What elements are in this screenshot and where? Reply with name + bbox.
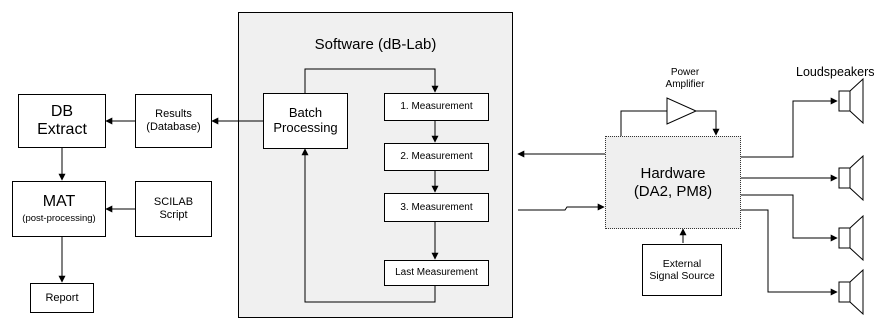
software-title: Software (dB-Lab) — [314, 36, 437, 53]
external-line2: Signal Source — [649, 270, 715, 282]
db-extract-line1: DB — [50, 102, 74, 120]
batch-line2: Processing — [273, 120, 338, 135]
last-measurement-box: Last Measurement — [384, 260, 489, 286]
loudspeaker-icon — [838, 154, 864, 202]
db-extract-line2: Extract — [37, 121, 87, 138]
power-amp-line1: Power — [670, 67, 700, 78]
results-line2: (Database) — [146, 121, 201, 133]
external-line1: External — [662, 257, 702, 270]
measurement-3-box: 3. Measurement — [384, 193, 489, 222]
measurement-2-box: 2. Measurement — [384, 143, 489, 171]
power-amp-line2: Amplifier — [665, 78, 705, 90]
power-amplifier-label: Power Amplifier — [650, 67, 720, 90]
loudspeakers-label: Loudspeakers — [796, 65, 875, 79]
loudspeaker-icon — [838, 77, 864, 125]
scilab-box: SCILAB Script — [135, 181, 212, 237]
measurement-3-label: 3. Measurement — [400, 201, 473, 213]
arrow-amp-to-hardware — [696, 110, 720, 136]
arrow-batch-to-m1 — [304, 68, 439, 93]
arrow-to-speaker-3 — [741, 194, 838, 242]
measurement-1-box: 1. Measurement — [384, 93, 489, 121]
measurement-2-label: 2. Measurement — [400, 151, 473, 163]
batch-processing-box: Batch Processing — [263, 93, 348, 149]
scilab-line2: Script — [159, 209, 188, 221]
hardware-box: Hardware (DA2, PM8) — [605, 136, 741, 229]
mat-subtitle: (post-processing) — [22, 212, 96, 224]
mat-box: MAT (post-processing) — [12, 181, 106, 237]
results-line1: Results — [155, 108, 192, 121]
power-amplifier-icon — [666, 97, 698, 125]
batch-line1: Batch — [288, 105, 323, 121]
db-extract-box: DB Extract — [18, 94, 106, 148]
loudspeaker-icon — [838, 268, 864, 316]
arrow-software-to-hardware — [518, 203, 605, 211]
hardware-line2: (DA2, PM8) — [633, 182, 713, 200]
arrow-to-speaker-1 — [741, 97, 838, 158]
mat-title: MAT — [42, 193, 76, 211]
last-measurement-label: Last Measurement — [395, 267, 478, 279]
loudspeaker-icon — [838, 214, 864, 262]
results-box: Results (Database) — [135, 94, 212, 148]
external-signal-box: External Signal Source — [642, 244, 722, 296]
measurement-1-label: 1. Measurement — [400, 101, 473, 113]
arrow-last-to-batch — [301, 148, 436, 303]
hardware-line1: Hardware — [640, 165, 706, 183]
report-label: Report — [45, 291, 79, 304]
arrow-to-speaker-4 — [741, 209, 838, 296]
scilab-line1: SCILAB — [153, 196, 194, 209]
report-box: Report — [30, 283, 94, 313]
